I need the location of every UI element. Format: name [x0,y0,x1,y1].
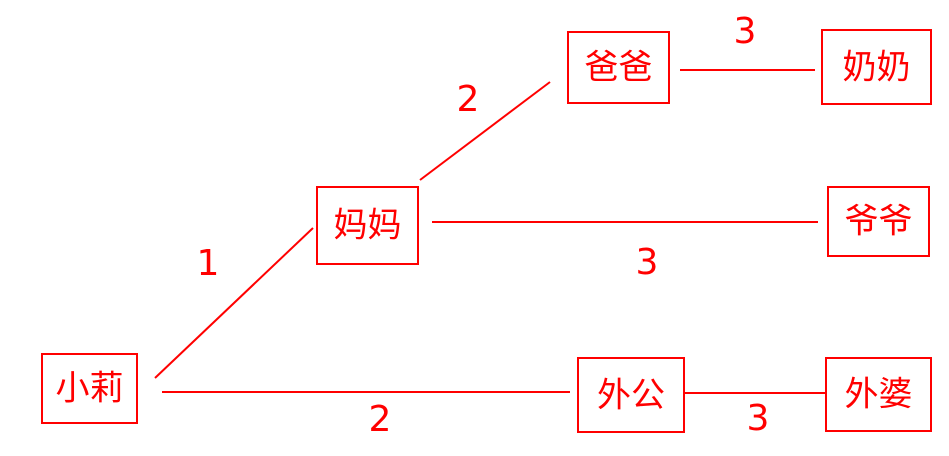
node-waigong: 外公 [577,357,685,433]
node-label-waigong: 外公 [597,376,665,416]
node-label-baba: 爸爸 [585,48,653,88]
node-yeye: 爷爷 [827,186,930,257]
node-label-nainai: 奶奶 [843,48,911,88]
edge-label-xiaoli-waigong: 2 [369,399,392,440]
node-xiaoli: 小莉 [41,353,138,424]
edge-mama-baba [419,81,551,181]
edge-label-waigong-waipo: 3 [747,398,770,439]
node-baba: 爸爸 [567,31,670,104]
node-label-yeye: 爷爷 [845,202,913,242]
node-label-xiaoli: 小莉 [56,369,124,409]
edge-label-xiaoli-mama: 1 [197,243,220,284]
node-nainai: 奶奶 [821,29,932,105]
node-label-mama: 妈妈 [334,206,402,246]
node-label-waipo: 外婆 [845,375,913,415]
node-mama: 妈妈 [316,186,419,265]
edge-label-mama-yeye: 3 [636,242,659,283]
node-waipo: 外婆 [825,357,932,432]
edge-xiaoli-mama [154,227,314,379]
edge-label-mama-baba: 2 [457,79,480,120]
edge-label-baba-nainai: 3 [734,11,757,52]
